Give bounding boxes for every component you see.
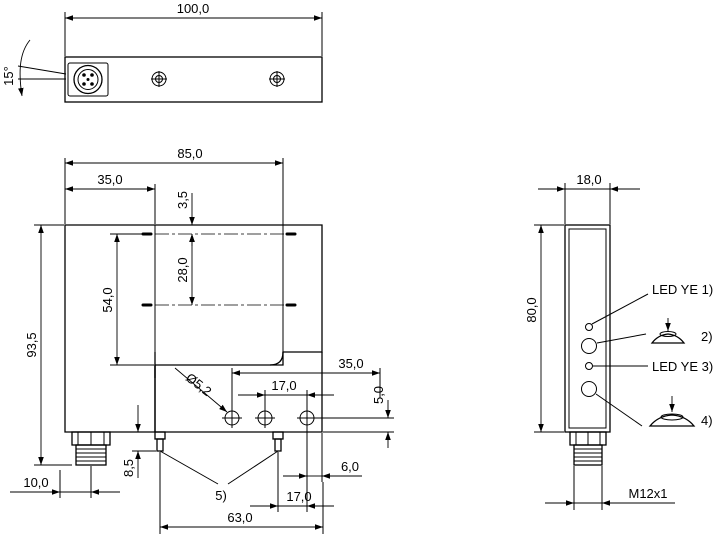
led-ye-3-icon bbox=[585, 362, 593, 370]
side-housing bbox=[564, 224, 611, 433]
push-button-4-icon bbox=[648, 396, 696, 427]
height-54-label: 54,0 bbox=[100, 287, 115, 312]
thread-label: M12x1 bbox=[628, 486, 667, 501]
led-ye-1-label: LED YE 1) bbox=[652, 282, 713, 297]
base-63-label: 63,0 bbox=[227, 510, 252, 525]
pitch-17-bottom-label: 17,0 bbox=[286, 489, 311, 504]
slot-28-label: 28,0 bbox=[175, 257, 190, 282]
edge-5-label: 5,0 bbox=[371, 386, 386, 404]
note-2-label: 2) bbox=[701, 329, 713, 344]
led-ye-3-label: LED YE 3) bbox=[652, 359, 713, 374]
button-4-icon bbox=[581, 381, 597, 397]
offset-35-label: 35,0 bbox=[97, 172, 122, 187]
side-connector-icon bbox=[569, 431, 607, 466]
bottom-connector-icon bbox=[71, 431, 111, 466]
top-housing bbox=[64, 56, 323, 103]
pitch-17-top-label: 17,0 bbox=[271, 378, 296, 393]
side-height-label: 80,0 bbox=[524, 297, 539, 322]
note-4-label: 4) bbox=[701, 413, 713, 428]
top-screw-icon bbox=[269, 71, 285, 87]
button-2-icon bbox=[581, 338, 597, 354]
side-view: 18,0 80,0 LED YE 1) 2) LED YE 3) 4) bbox=[524, 172, 713, 510]
front-view: 85,0 35,0 3,5 28,0 54,0 93,5 bbox=[10, 146, 394, 534]
note-5-label: 5) bbox=[215, 488, 227, 503]
conn-10-label: 10,0 bbox=[23, 475, 48, 490]
side-6-label: 6,0 bbox=[341, 459, 359, 474]
top-screw-icon bbox=[151, 71, 167, 87]
top-connector-icon bbox=[67, 62, 109, 97]
mounting-hole-icon bbox=[222, 408, 242, 428]
angle-label: 15° bbox=[1, 66, 16, 86]
mounting-hole-icon bbox=[297, 408, 317, 428]
top-width-label: 100,0 bbox=[177, 1, 210, 16]
led-8-5-label: 8,5 bbox=[121, 459, 136, 477]
mounting-hole-icon bbox=[255, 408, 275, 428]
right-35-label: 35,0 bbox=[338, 356, 363, 371]
angle-dimension: 15° bbox=[1, 39, 67, 97]
width-85-label: 85,0 bbox=[177, 146, 202, 161]
led-ye-1-icon bbox=[585, 323, 593, 331]
top-view: 100,0 15° bbox=[1, 1, 323, 103]
led-pin-icon bbox=[154, 431, 166, 452]
slot-gap-label: 3,5 bbox=[175, 191, 190, 209]
hole-diameter-label: Ø5,2 bbox=[183, 370, 214, 399]
height-93-label: 93,5 bbox=[24, 332, 39, 357]
led-pin-icon bbox=[272, 431, 284, 452]
push-button-2-icon bbox=[650, 318, 686, 344]
side-width-label: 18,0 bbox=[576, 172, 601, 187]
